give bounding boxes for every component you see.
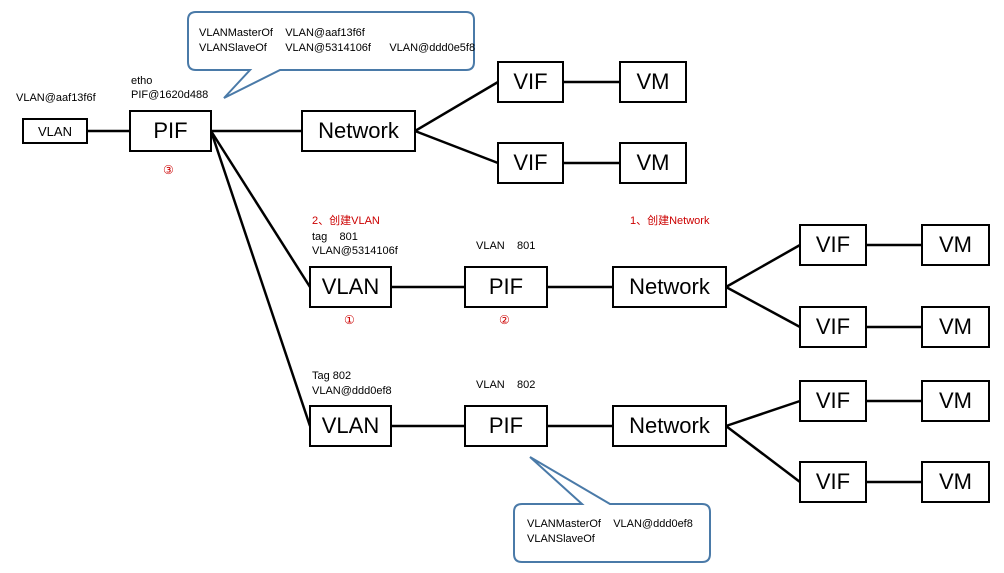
node-vlan-mid: VLAN [309, 266, 392, 308]
callout-top-bubble [187, 11, 475, 99]
node-vif-mid-1: VIF [799, 224, 867, 266]
edge-network-bot-vif-bot-2 [725, 425, 801, 483]
callout-top-line-2: VLANSlaveOf VLAN@5314106f VLAN@ddd0e5f8 [199, 42, 476, 54]
label-step-create-vlan: 2、创建VLAN [312, 215, 380, 227]
label-pif-mid-vlan: VLAN 801 [476, 240, 536, 252]
label-pif-bot-vlan: VLAN 802 [476, 379, 536, 391]
node-vif-top-1: VIF [497, 61, 564, 103]
node-vm-top-2: VM [619, 142, 687, 184]
edge-network-top-vif-top-2 [414, 129, 499, 165]
callout-bottom-bubble [513, 456, 711, 563]
callout-bottom-line-1: VLANMasterOf VLAN@ddd0ef8 [527, 518, 693, 530]
label-pif-top-ref: PIF@1620d488 [131, 89, 209, 101]
node-vlan-bot: VLAN [309, 405, 392, 447]
node-network-bot: Network [612, 405, 727, 447]
node-vm-bot-1: VM [921, 380, 990, 422]
node-vlan-left: VLAN [22, 118, 88, 144]
edge-network-mid-vif-mid-1 [725, 243, 801, 289]
edge-network-mid-vif-mid-2 [725, 285, 801, 329]
node-pif-mid: PIF [464, 266, 548, 308]
edge-pif-top-vlan-mid [209, 130, 312, 288]
node-vm-bot-2: VM [921, 461, 990, 503]
callout-top-line-1: VLANMasterOf VLAN@aaf13f6f [199, 27, 365, 39]
edge-pif-top-vlan-bot [209, 130, 312, 427]
node-pif-top: PIF [129, 110, 212, 152]
label-vlan-mid-ref: VLAN@5314106f [312, 245, 398, 257]
edge-network-top-vif-top-1 [414, 80, 499, 133]
marker-vlan-mid: ① [344, 313, 355, 327]
node-vm-mid-1: VM [921, 224, 990, 266]
node-pif-bot: PIF [464, 405, 548, 447]
callout-bottom-line-2: VLANSlaveOf [527, 533, 595, 545]
label-step-create-network: 1、创建Network [630, 215, 710, 227]
node-vm-top-1: VM [619, 61, 687, 103]
node-vm-mid-2: VM [921, 306, 990, 348]
node-network-top: Network [301, 110, 416, 152]
label-pif-top-device: etho [131, 75, 153, 87]
label-vlan-mid-tag: tag 801 [312, 231, 358, 243]
edge-network-bot-vif-bot-1 [725, 399, 801, 428]
node-vif-top-2: VIF [497, 142, 564, 184]
marker-pif-mid: ② [499, 313, 510, 327]
label-vlan-left-ref: VLAN@aaf13f6f [16, 92, 96, 104]
node-network-mid: Network [612, 266, 727, 308]
label-vlan-bot-tag: Tag 802 [312, 370, 352, 382]
marker-pif-top: ③ [163, 163, 174, 177]
node-vif-mid-2: VIF [799, 306, 867, 348]
label-vlan-bot-ref: VLAN@ddd0ef8 [312, 385, 392, 397]
node-vif-bot-1: VIF [799, 380, 867, 422]
node-vif-bot-2: VIF [799, 461, 867, 503]
